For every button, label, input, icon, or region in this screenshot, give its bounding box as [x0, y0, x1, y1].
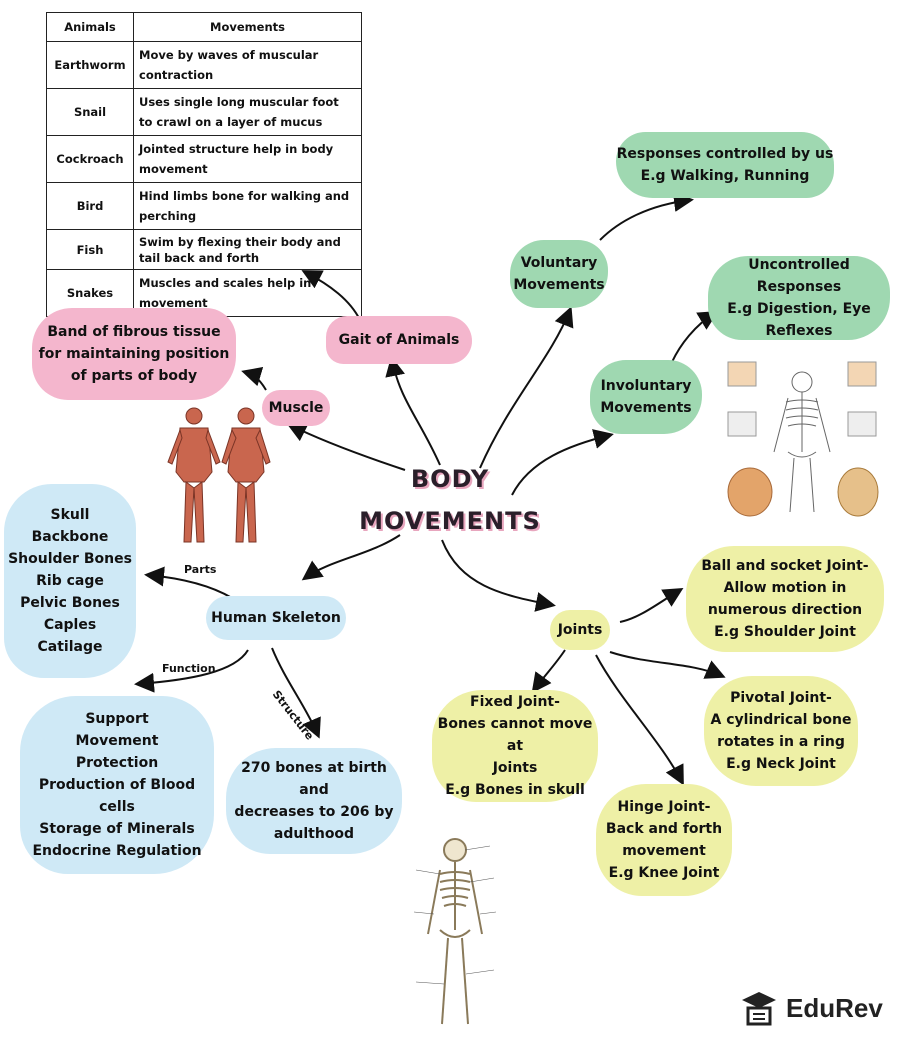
table-row: Snail Uses single long muscular foot to …: [46, 88, 362, 136]
diagram-title: BODY MOVEMENTS: [350, 458, 550, 542]
table-cell-movement: Muscles and scales help in movement: [133, 269, 362, 317]
table-cell-movement: Move by waves of muscular contraction: [133, 41, 362, 89]
human-skeleton-illustration: [413, 838, 497, 1025]
table-cell-animal: Snail: [46, 88, 134, 136]
muscle-node: Muscle: [262, 390, 330, 426]
skeleton-functions-node: Support Movement Protection Production o…: [20, 696, 214, 874]
title-line-1: BODY: [410, 465, 490, 493]
involuntary-movements-node: Involuntary Movements: [590, 360, 702, 434]
voluntary-definition-node: Responses controlled by us E.g Walking, …: [616, 132, 834, 198]
table-cell-movement: Uses single long muscular foot to crawl …: [133, 88, 362, 136]
function-edge-label: Function: [162, 662, 216, 675]
title-line-2: MOVEMENTS: [359, 507, 541, 535]
table-cell-animal: Bird: [46, 182, 134, 230]
gait-of-animals-node: Gait of Animals: [326, 316, 472, 364]
table-row: Snakes Muscles and scales help in moveme…: [46, 269, 362, 317]
table-cell-animal: Fish: [46, 229, 134, 270]
table-cell-animal: Earthworm: [46, 41, 134, 89]
skeleton-parts-node: Skull Backbone Shoulder Bones Rib cage P…: [4, 484, 136, 678]
animal-movements-table: Animals Movements Earthworm Move by wave…: [46, 12, 362, 317]
graduation-cap-icon: [742, 992, 776, 1026]
table-row: Bird Hind limbs bone for walking and per…: [46, 182, 362, 230]
table-cell-movement: Hind limbs bone for walking and perching: [133, 182, 362, 230]
table-cell-movement: Swim by flexing their body and tail back…: [133, 229, 362, 270]
table-header-row: Animals Movements: [46, 12, 362, 42]
table-row: Cockroach Jointed structure help in body…: [46, 135, 362, 183]
table-row: Fish Swim by flexing their body and tail…: [46, 229, 362, 270]
joints-node: Joints: [550, 610, 610, 650]
parts-edge-label: Parts: [184, 563, 217, 576]
voluntary-movements-node: Voluntary Movements: [510, 240, 608, 308]
table-row: Earthworm Move by waves of muscular cont…: [46, 41, 362, 89]
muscle-definition-node: Band of fibrous tissue for maintaining p…: [32, 308, 236, 400]
fixed-joint-node: Fixed Joint- Bones cannot move at Joints…: [432, 690, 598, 802]
table-cell-movement: Jointed structure help in body movement: [133, 135, 362, 183]
ball-and-socket-joint-node: Ball and socket Joint- Allow motion in n…: [686, 546, 884, 652]
skeleton-structure-node: 270 bones at birth and decreases to 206 …: [226, 748, 402, 854]
table-header-animals: Animals: [46, 12, 134, 42]
types-of-joints-illustration: [722, 352, 882, 522]
muscle-anatomy-illustration: [167, 407, 271, 543]
involuntary-definition-node: Uncontrolled Responses E.g Digestion, Ey…: [708, 256, 890, 340]
brand-name: EduRev: [786, 992, 883, 1023]
edurev-logo: EduRev: [740, 988, 883, 1028]
pivotal-joint-node: Pivotal Joint- A cylindrical bone rotate…: [704, 676, 858, 786]
table-header-movements: Movements: [133, 12, 362, 42]
hinge-joint-node: Hinge Joint- Back and forth movement E.g…: [596, 784, 732, 896]
human-skeleton-node: Human Skeleton: [206, 596, 346, 640]
table-cell-animal: Cockroach: [46, 135, 134, 183]
